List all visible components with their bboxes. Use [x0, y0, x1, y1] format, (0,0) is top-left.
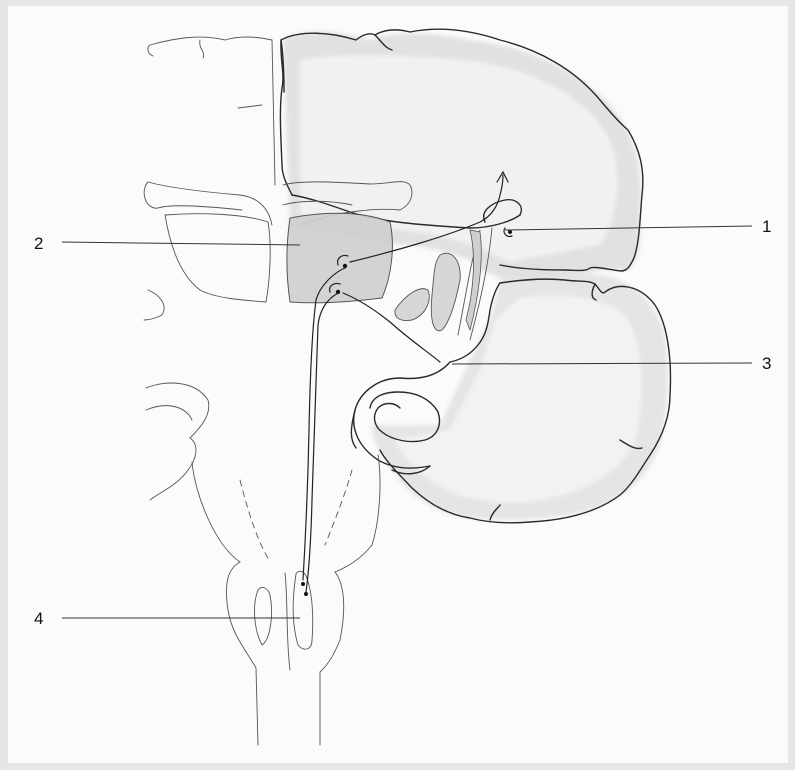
leader-line-2	[62, 242, 300, 245]
label-4: 4	[34, 609, 43, 628]
label-3: 3	[762, 354, 771, 373]
right-hemisphere	[280, 29, 670, 745]
label-1: 1	[762, 217, 771, 236]
left-hemisphere-outline	[144, 37, 290, 745]
label-2: 2	[34, 234, 43, 253]
